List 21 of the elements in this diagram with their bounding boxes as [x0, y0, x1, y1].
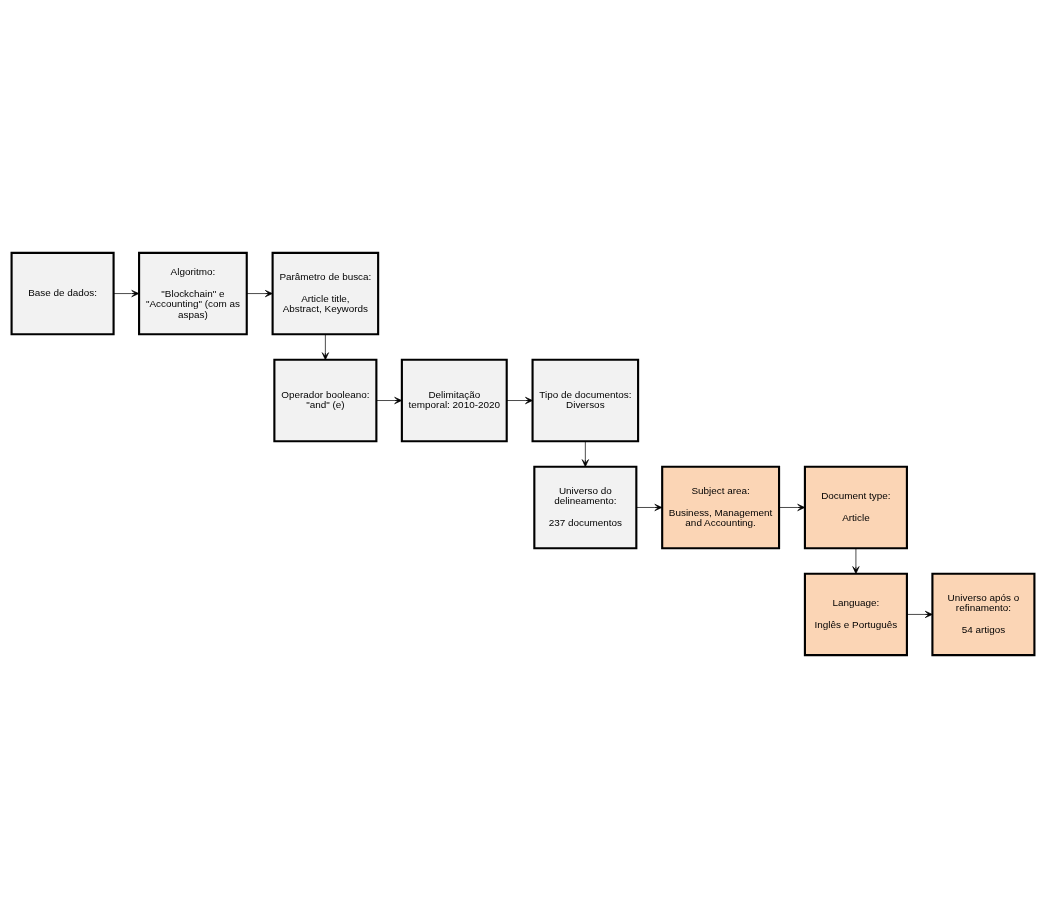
node-box: Parâmetro de busca: Article title, Abstract, Keywords — [271, 251, 380, 335]
node-box: Language: Inglês e Português — [803, 572, 908, 656]
node-box: Subject area: Business, Management and Accounting. — [661, 465, 781, 549]
arrow — [113, 289, 140, 297]
arrow — [246, 289, 273, 297]
node-box: Operador booleano: "and" (e) — [273, 358, 378, 442]
arrow — [506, 396, 533, 404]
node-box: Tipo de documentos: Diversos — [531, 358, 640, 442]
arrow — [852, 547, 860, 574]
node-box: Universo após o refinamento: 54 artigos — [931, 572, 1036, 656]
arrow — [906, 610, 933, 618]
arrow — [581, 440, 589, 467]
node-box: Delimitação temporal: 2010-2020 — [400, 358, 508, 442]
arrow — [636, 503, 663, 511]
node-box: Document type: Article — [803, 465, 908, 549]
node-box: Universo do delineamento: 237 documentos — [533, 465, 638, 549]
arrow — [778, 503, 806, 511]
node-box: Base de dados: — [10, 251, 115, 335]
arrow — [321, 333, 329, 360]
node-box: Algoritmo: "Blockchain" e "Accounting" (com as aspas) — [138, 251, 248, 335]
arrow — [376, 396, 403, 404]
